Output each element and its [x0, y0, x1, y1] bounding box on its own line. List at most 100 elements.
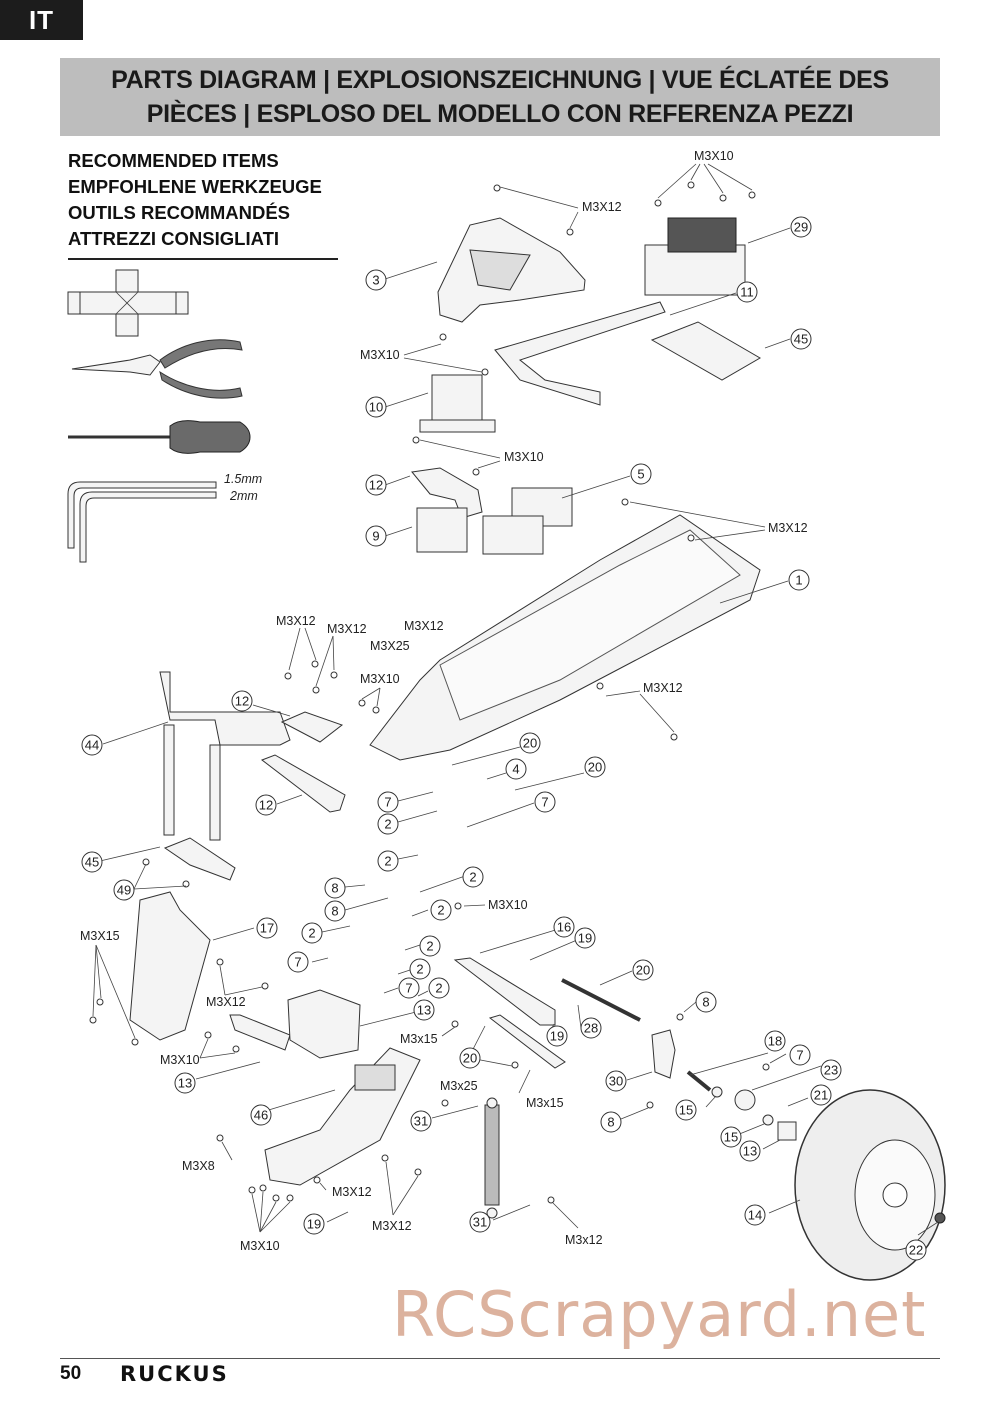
- servo-mount: [411, 467, 483, 519]
- screw-label: M3X15: [80, 929, 120, 943]
- svg-text:21: 21: [814, 1088, 828, 1103]
- svg-text:2: 2: [384, 817, 391, 832]
- screws: [89, 181, 770, 1204]
- svg-text:29: 29: [794, 220, 808, 235]
- svg-text:4: 4: [512, 762, 519, 777]
- screw-label: M3X12: [372, 1219, 412, 1233]
- svg-text:45: 45: [85, 855, 99, 870]
- title-line-1: PARTS DIAGRAM | EXPLOSIONSZEICHNUNG | VU…: [111, 66, 889, 94]
- callout-7: 7: [789, 1044, 811, 1066]
- wheel-tire: [794, 1089, 946, 1281]
- callout-49: 49: [113, 879, 135, 901]
- callout-2: 2: [409, 958, 431, 980]
- hex-size-1: 1.5mm: [224, 472, 262, 486]
- svg-text:3: 3: [372, 273, 379, 288]
- main-chassis: [369, 514, 761, 761]
- svg-text:2: 2: [308, 926, 315, 941]
- needle-nose-pliers-icon: [71, 339, 243, 399]
- callout-12: 12: [231, 690, 253, 712]
- screw-label: M3x15: [526, 1096, 564, 1110]
- svg-text:28: 28: [584, 1021, 598, 1036]
- svg-text:15: 15: [724, 1130, 738, 1145]
- callout-31: 31: [410, 1110, 432, 1132]
- callout-2: 2: [419, 935, 441, 957]
- callout-18: 18: [764, 1030, 786, 1052]
- shock-absorber: [484, 1097, 500, 1219]
- lower-arm: [488, 1014, 566, 1069]
- svg-text:30: 30: [609, 1074, 623, 1089]
- svg-text:2: 2: [426, 939, 433, 954]
- turnbuckle: [561, 978, 641, 1022]
- page-number: 50: [60, 1363, 82, 1384]
- callout-45: 45: [81, 851, 103, 873]
- title-line-2: PIÈCES | ESPLOSO DEL MODELLO CON REFEREN…: [146, 100, 854, 128]
- callout-19: 19: [303, 1213, 325, 1235]
- svg-text:2: 2: [469, 870, 476, 885]
- electronics-tray: [494, 301, 666, 406]
- hub-carrier: [711, 1086, 797, 1141]
- callout-15: 15: [720, 1126, 742, 1148]
- servo: [419, 374, 496, 433]
- svg-text:19: 19: [307, 1217, 321, 1232]
- screw-label: M3x15: [400, 1032, 438, 1046]
- language-tab: IT: [0, 0, 83, 40]
- svg-text:8: 8: [331, 904, 338, 919]
- svg-text:7: 7: [405, 981, 412, 996]
- svg-text:7: 7: [796, 1048, 803, 1063]
- svg-text:12: 12: [259, 798, 273, 813]
- svg-text:44: 44: [85, 738, 99, 753]
- axle: [686, 1070, 712, 1092]
- callout-7: 7: [287, 951, 309, 973]
- brand-logo: RUCKUS: [120, 1362, 229, 1386]
- callout-2: 2: [428, 977, 450, 999]
- callout-20: 20: [519, 732, 541, 754]
- callout-29: 29: [790, 216, 812, 238]
- screw-label: M3X12: [206, 995, 246, 1009]
- svg-text:31: 31: [473, 1215, 487, 1230]
- svg-text:20: 20: [463, 1051, 477, 1066]
- svg-text:12: 12: [369, 478, 383, 493]
- callout-23: 23: [820, 1059, 842, 1081]
- svg-text:2: 2: [416, 962, 423, 977]
- screw-label: M3X12: [768, 521, 808, 535]
- svg-text:2: 2: [384, 854, 391, 869]
- screw-label: M3X25: [370, 639, 410, 653]
- screw-label: M3X12: [643, 681, 683, 695]
- screw-label: M3X10: [360, 672, 400, 686]
- callout-13: 13: [174, 1072, 196, 1094]
- callout-5: 5: [630, 463, 652, 485]
- svg-text:18: 18: [768, 1034, 782, 1049]
- footer-divider: [60, 1358, 940, 1359]
- svg-text:23: 23: [824, 1063, 838, 1078]
- callout-13: 13: [413, 999, 435, 1021]
- svg-text:8: 8: [607, 1115, 614, 1130]
- callout-8: 8: [324, 877, 346, 899]
- callout-10: 10: [365, 396, 387, 418]
- shock-tower: [129, 891, 211, 1041]
- hex-size-2: 2mm: [229, 489, 258, 503]
- svg-text:2: 2: [435, 981, 442, 996]
- svg-text:45: 45: [794, 332, 808, 347]
- arm-mount: [229, 1014, 291, 1051]
- callout-2: 2: [377, 850, 399, 872]
- cross-wrench-icon: [67, 269, 189, 337]
- svg-text:22: 22: [909, 1243, 923, 1258]
- svg-text:9: 9: [372, 529, 379, 544]
- svg-text:15: 15: [679, 1103, 693, 1118]
- watermark: RCScrapyard.net: [392, 1278, 927, 1351]
- callout-30: 30: [605, 1070, 627, 1092]
- heading-it: ATTREZZI CONSIGLIATI: [68, 228, 280, 249]
- callout-45: 45: [790, 328, 812, 350]
- svg-text:20: 20: [636, 963, 650, 978]
- svg-text:10: 10: [369, 400, 383, 415]
- callout-21: 21: [810, 1084, 832, 1106]
- callout-3: 3: [365, 269, 387, 291]
- recommended-items-heading: RECOMMENDED ITEMS EMPFOHLENE WERKZEUGE O…: [68, 148, 338, 252]
- screw-label: M3X10: [240, 1239, 280, 1253]
- callout-2: 2: [430, 899, 452, 921]
- svg-text:19: 19: [550, 1029, 564, 1044]
- body-post-mount: [159, 671, 291, 841]
- callout-31: 31: [469, 1211, 491, 1233]
- svg-text:13: 13: [743, 1144, 757, 1159]
